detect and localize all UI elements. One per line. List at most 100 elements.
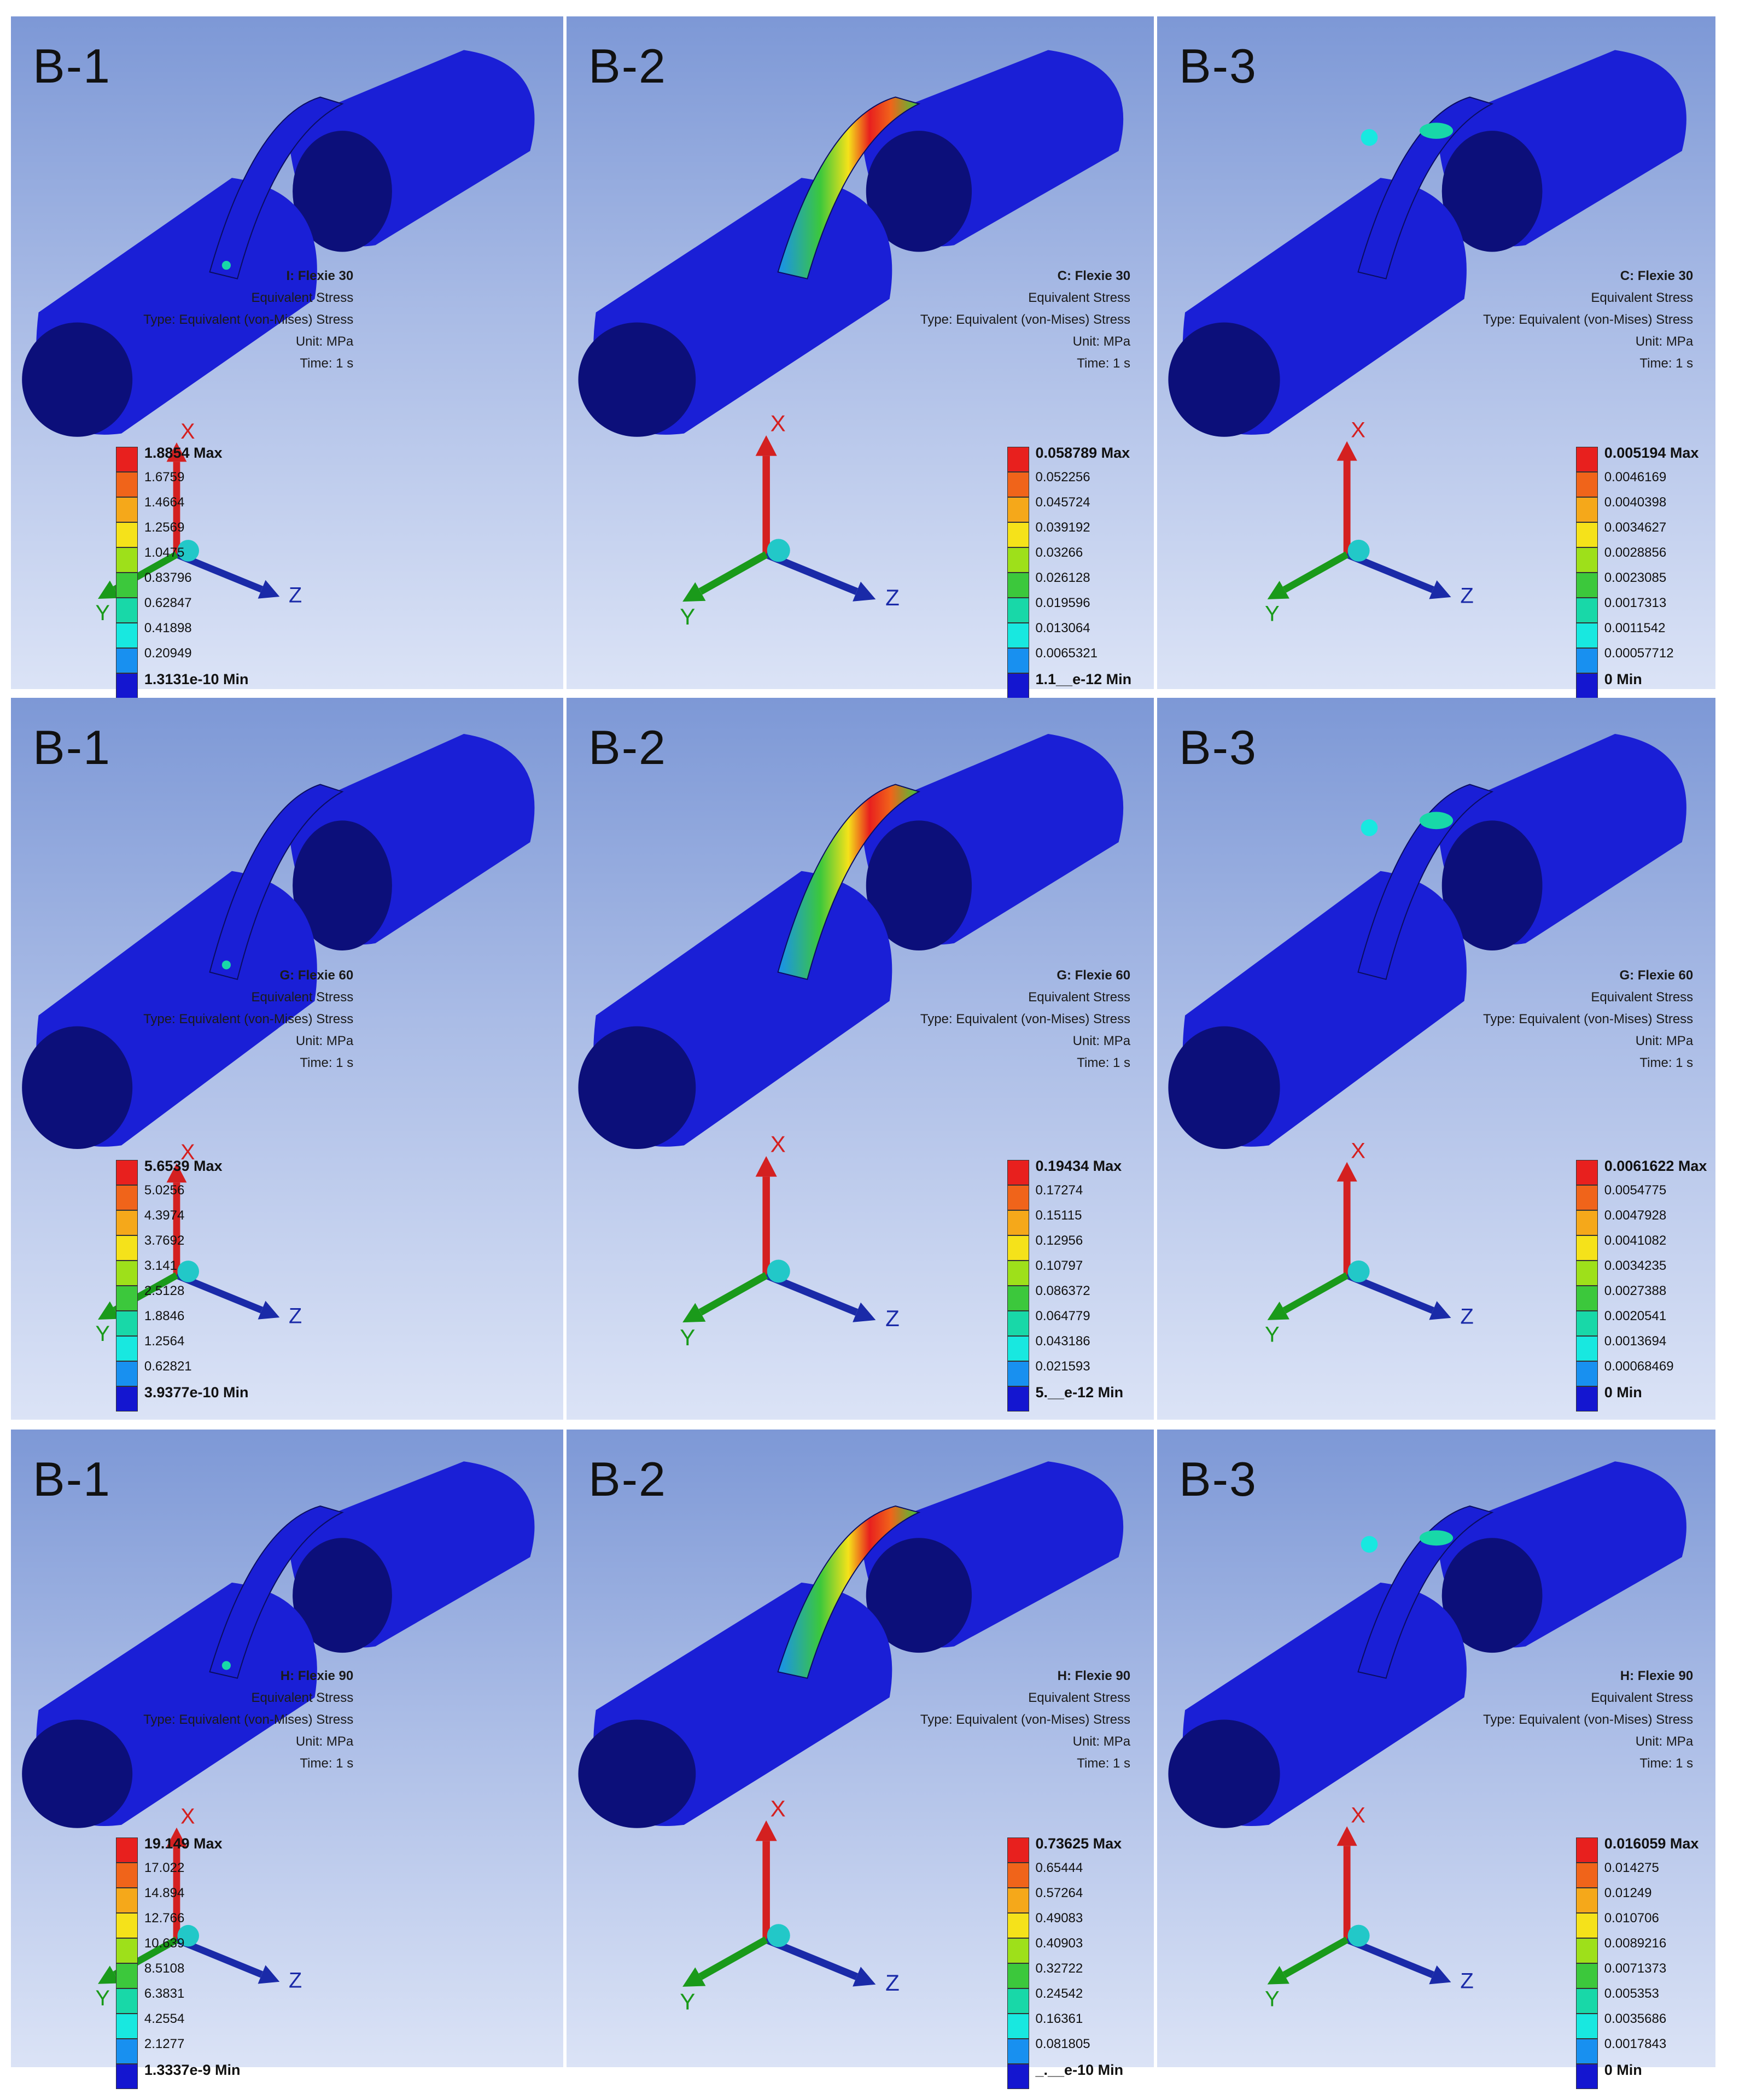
- color-scale-swatch: [1575, 1285, 1598, 1311]
- legend-value: 0.0028856: [1604, 545, 1667, 561]
- y-axis-label: Y: [96, 1322, 110, 1346]
- color-scale-swatch: [115, 1210, 138, 1235]
- legend-value: 2.5128: [144, 1283, 185, 1298]
- color-scale-swatch: [1575, 1913, 1598, 1939]
- color-scale-bar: [1007, 1159, 1029, 1411]
- color-scale-swatch: [115, 447, 138, 472]
- legend-value: 0.013064: [1035, 621, 1090, 636]
- color-scale-swatch: [1575, 522, 1598, 548]
- legend-min-value: 3.9377e-10 Min: [144, 1384, 249, 1401]
- model-view: XZY: [22, 1461, 535, 2010]
- legend-value: 0.043186: [1035, 1333, 1090, 1349]
- x-axis-label: X: [1351, 418, 1365, 442]
- hinge-strap: [209, 96, 344, 279]
- x-axis-label: X: [180, 1140, 195, 1164]
- model-view: XZY: [22, 734, 535, 1346]
- y-axis-arrow: [1282, 1936, 1349, 1978]
- color-scale-swatch: [1007, 623, 1029, 649]
- x-axis-label: X: [180, 419, 195, 444]
- model-view: XZY: [1168, 50, 1686, 626]
- color-scale-swatch: [1007, 2039, 1029, 2064]
- result-info-line: Time: 1 s: [1639, 1055, 1694, 1071]
- result-info-line: Time: 1 s: [1077, 1756, 1131, 1771]
- model-view: XZY: [1168, 1461, 1686, 2011]
- legend-value: 0.0023085: [1604, 570, 1667, 586]
- legend-value: 0.052256: [1035, 470, 1090, 485]
- legend-value: 0.24542: [1035, 1986, 1083, 2002]
- origin-sphere: [1347, 1260, 1370, 1282]
- legend-max-value: 5.6539 Max: [144, 1157, 223, 1174]
- color-scale-swatch: [115, 472, 138, 498]
- color-scale-swatch: [1007, 2014, 1029, 2039]
- result-info-line: Type: Equivalent (von-Mises) Stress: [1483, 1712, 1694, 1728]
- result-info-line: Equivalent Stress: [1591, 290, 1694, 306]
- color-scale-swatch: [115, 1260, 138, 1286]
- legend-value: 0.026128: [1035, 570, 1090, 586]
- panel-label: B-2: [588, 720, 667, 774]
- color-scale-swatch: [115, 1159, 138, 1185]
- color-scale-swatch: [1575, 1210, 1598, 1235]
- result-info-line: Type: Equivalent (von-Mises) Stress: [143, 1712, 354, 1728]
- color-scale-swatch: [115, 1863, 138, 1888]
- model-body: [22, 50, 535, 437]
- x-axis-label: X: [1351, 1803, 1365, 1827]
- x-axis-label: X: [771, 1795, 786, 1821]
- legend-value: 0.0027388: [1604, 1283, 1667, 1298]
- color-scale-swatch: [115, 1285, 138, 1311]
- result-info-line: Time: 1 s: [300, 1055, 354, 1071]
- color-scale-bar: [115, 1159, 138, 1411]
- legend-value: 0.0020541: [1604, 1308, 1667, 1323]
- y-axis-label: Y: [680, 1325, 695, 1350]
- result-title: H: Flexie 90: [1057, 1669, 1131, 1684]
- legend-value: 0.086372: [1035, 1283, 1090, 1298]
- color-scale-swatch: [115, 2039, 138, 2064]
- legend-min-value: 0 Min: [1604, 2062, 1642, 2079]
- result-info-line: Unit: MPa: [1635, 334, 1694, 349]
- y-axis-label: Y: [680, 604, 695, 629]
- legend-min-value: 1.3337e-9 Min: [144, 2062, 241, 2079]
- legend-value: 0.41898: [144, 621, 192, 636]
- color-scale-swatch: [115, 1386, 138, 1411]
- result-info-line: Type: Equivalent (von-Mises) Stress: [920, 312, 1131, 328]
- legend-min-value: _.__e-10 Min: [1035, 2062, 1124, 2079]
- legend-value: 0.03266: [1035, 545, 1083, 561]
- legend-max-value: 19.149 Max: [144, 1835, 223, 1852]
- result-info-line: Type: Equivalent (von-Mises) Stress: [920, 1012, 1131, 1027]
- color-scale-swatch: [1007, 472, 1029, 498]
- legend-value: 1.0475: [144, 545, 185, 561]
- legend-max-value: 0.19434 Max: [1035, 1157, 1122, 1174]
- color-scale-swatch: [1007, 1210, 1029, 1235]
- panel-label: B-1: [33, 39, 111, 93]
- color-scale-swatch: [1007, 673, 1029, 699]
- color-scale-swatch: [1575, 472, 1598, 498]
- result-info-line: Unit: MPa: [1072, 1034, 1131, 1049]
- color-scale-swatch: [1575, 573, 1598, 598]
- color-scale-swatch: [1575, 447, 1598, 472]
- origin-sphere: [767, 1259, 790, 1283]
- color-scale-swatch: [1575, 1159, 1598, 1185]
- color-scale-swatch: [115, 522, 138, 548]
- color-scale-swatch: [1575, 1988, 1598, 2014]
- y-axis-label: Y: [1265, 602, 1280, 626]
- legend-value: 0.0017313: [1604, 596, 1667, 611]
- hinge-strap: [777, 784, 921, 981]
- legend-value: 3.7692: [144, 1233, 185, 1248]
- color-scale-swatch: [1007, 1913, 1029, 1939]
- legend-min-value: 0 Min: [1604, 671, 1642, 688]
- legend-max-value: 0.0061622 Max: [1604, 1157, 1707, 1174]
- legend-value: 5.0256: [144, 1182, 185, 1198]
- x-axis-label: X: [771, 410, 786, 436]
- hinge-strap: [1357, 1505, 1494, 1679]
- color-scale-bar: [115, 1838, 138, 2090]
- legend-value: 1.2564: [144, 1333, 185, 1349]
- legend-value: 0.62847: [144, 596, 192, 611]
